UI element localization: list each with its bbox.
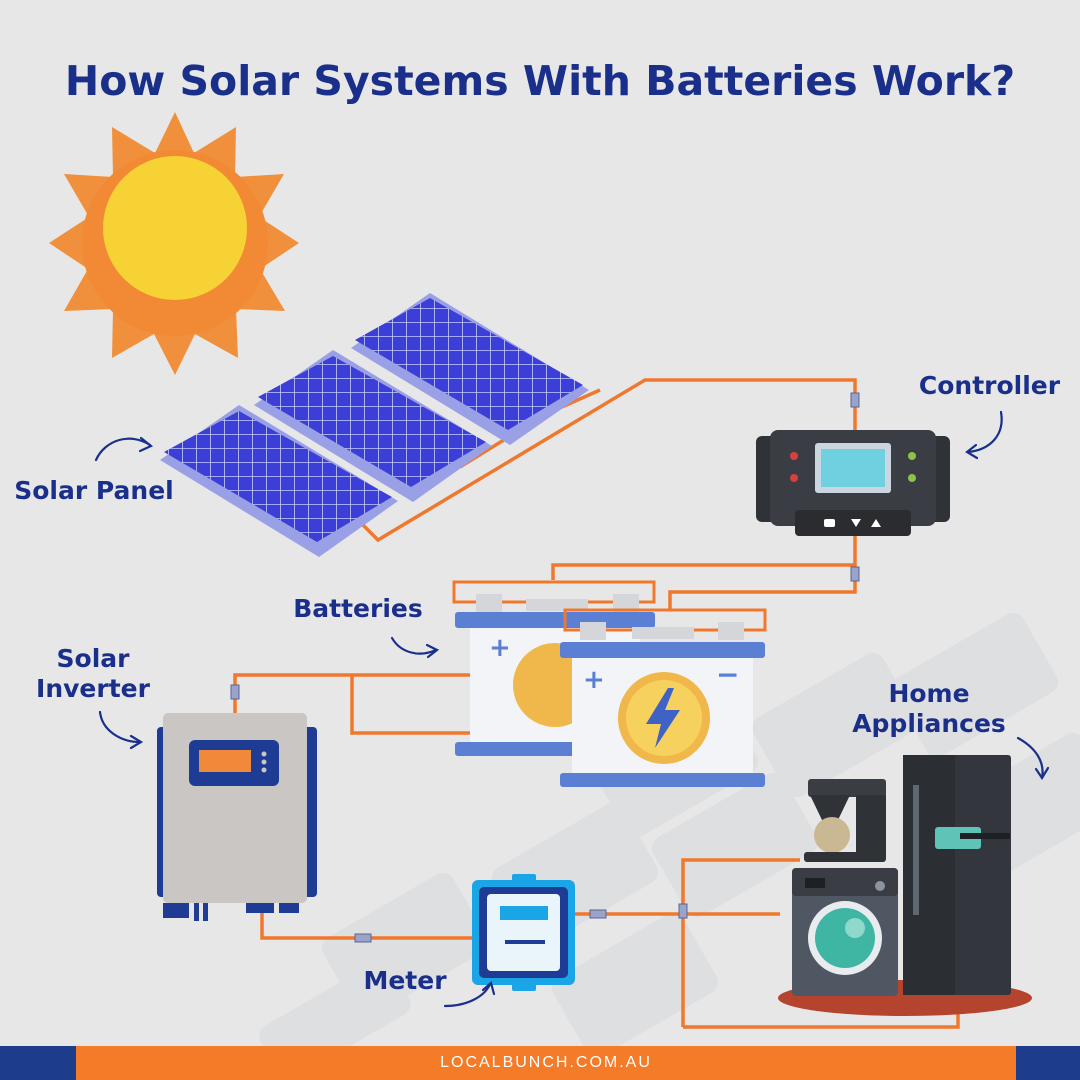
solar-inverter-icon [157, 713, 317, 921]
fridge-icon [903, 755, 1011, 995]
label-arrows [94, 410, 1050, 1008]
meter-arrow [443, 982, 492, 1008]
sun-icon [49, 112, 299, 375]
solar-panel-middle [254, 350, 492, 502]
home-appliances-arrow [1016, 736, 1044, 780]
battery-back-plus: + [489, 633, 511, 663]
wire-connectors [230, 392, 860, 943]
controller-label: Controller [918, 371, 1061, 400]
home-appliances-icon [778, 755, 1032, 1016]
footer-right-block [1016, 1046, 1080, 1080]
footer-url: LOCALBUNCH.COM.AU [440, 1054, 652, 1071]
solar-panels [160, 293, 589, 557]
background-tiles [259, 612, 1080, 1080]
battery-front-icon: + − [560, 608, 767, 787]
meter-icon [472, 874, 575, 991]
solar-panel-back [351, 293, 589, 445]
washing-machine-icon [792, 868, 898, 996]
footer-middle-block [76, 1046, 1016, 1080]
battery-front-minus: − [716, 658, 739, 691]
home-appliances-label: Home Appliances [852, 679, 1006, 738]
solar-inverter-label: Solar Inverter [36, 644, 150, 703]
solar-inverter-arrow [98, 710, 142, 744]
meter-label: Meter [363, 966, 447, 995]
solar-panel-label: Solar Panel [14, 476, 174, 505]
batteries-label: Batteries [293, 594, 423, 623]
charge-controller-icon [756, 430, 950, 536]
controller-arrow [966, 410, 1003, 454]
batteries-arrow [390, 636, 438, 655]
coffee-maker-icon [804, 779, 886, 862]
battery-front-plus: + [583, 665, 605, 695]
footer-left-block [0, 1046, 76, 1080]
solar-panel-front [160, 405, 398, 557]
footer-bar: LOCALBUNCH.COM.AU [0, 1046, 1080, 1080]
page-title: How Solar Systems With Batteries Work? [64, 57, 1016, 105]
